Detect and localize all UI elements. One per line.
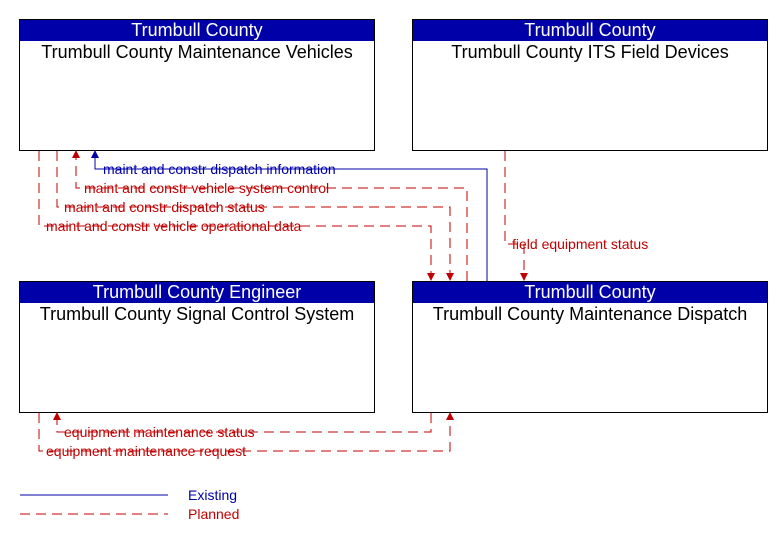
flow-field-equipment-status[interactable]: field equipment status xyxy=(504,151,648,281)
node-maintenance-dispatch[interactable]: Trumbull County Trumbull County Maintena… xyxy=(412,281,768,413)
flow-equipment-maintenance-request[interactable]: equipment maintenance request xyxy=(38,412,454,459)
flow-dispatch-information[interactable]: maint and constr dispatch information xyxy=(91,150,488,281)
flow-label: maint and constr vehicle system control xyxy=(84,180,329,196)
node-header: Trumbull County xyxy=(20,20,374,41)
flow-label: maint and constr dispatch status xyxy=(64,199,265,215)
node-title: Trumbull County Maintenance Dispatch xyxy=(432,304,748,324)
flow-label: equipment maintenance status xyxy=(64,424,255,440)
flow-label: field equipment status xyxy=(512,236,648,252)
node-maintenance-vehicles[interactable]: Trumbull County Trumbull County Maintena… xyxy=(19,19,375,151)
node-header: Trumbull County xyxy=(413,282,767,303)
flow-dispatch-status[interactable]: maint and constr dispatch status xyxy=(56,151,454,281)
node-title: Trumbull County Maintenance Vehicles xyxy=(41,42,353,62)
node-title: Trumbull County ITS Field Devices xyxy=(451,42,729,62)
flow-vehicle-operational-data[interactable]: maint and constr vehicle operational dat… xyxy=(38,151,435,281)
legend-planned-label: Planned xyxy=(188,506,239,522)
node-header: Trumbull County Engineer xyxy=(20,282,374,303)
flow-label: equipment maintenance request xyxy=(46,443,246,459)
legend: Existing Planned xyxy=(20,487,239,522)
node-its-field-devices[interactable]: Trumbull County Trumbull County ITS Fiel… xyxy=(412,19,768,151)
legend-existing-label: Existing xyxy=(188,487,237,503)
flow-equipment-maintenance-status[interactable]: equipment maintenance status xyxy=(53,412,432,440)
node-title: Trumbull County Signal Control System xyxy=(39,304,355,324)
node-header: Trumbull County xyxy=(413,20,767,41)
flow-label: maint and constr dispatch information xyxy=(103,161,336,177)
node-signal-control-system[interactable]: Trumbull County Engineer Trumbull County… xyxy=(19,281,375,413)
flow-label: maint and constr vehicle operational dat… xyxy=(46,218,301,234)
flow-vehicle-system-control[interactable]: maint and constr vehicle system control xyxy=(72,150,468,281)
